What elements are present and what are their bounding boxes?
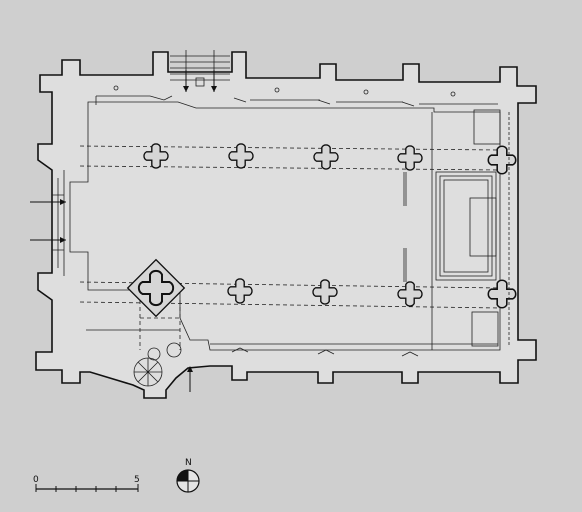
east-chapel-north (473, 109, 501, 145)
north-arcade-line (79, 145, 501, 171)
scale-start-label: 0 (33, 475, 39, 485)
crossing-lines (139, 300, 181, 350)
north-entrance-arrows (183, 70, 217, 92)
east-chapel-south (471, 311, 499, 347)
north-compass: N (176, 458, 200, 493)
stair-turret (133, 342, 182, 387)
south-wall-details (231, 347, 419, 357)
scale-end-label: 5 (134, 475, 140, 485)
south-entrance-arrow (187, 366, 193, 392)
west-entrance-arrows (30, 199, 66, 243)
north-wall-details (113, 85, 456, 107)
altar-step-inner (443, 179, 489, 273)
altar-step (439, 175, 493, 277)
wall-inner-line (86, 95, 498, 345)
sanctuary (431, 109, 501, 350)
altar-table (469, 197, 497, 257)
compass-north-label: N (185, 458, 192, 468)
scale-bar: 0 5 (33, 475, 140, 492)
west-entrance (52, 170, 65, 276)
south-pier-row (126, 258, 423, 318)
chancel-screen (403, 172, 407, 282)
nave-inner-boundary (69, 101, 501, 351)
